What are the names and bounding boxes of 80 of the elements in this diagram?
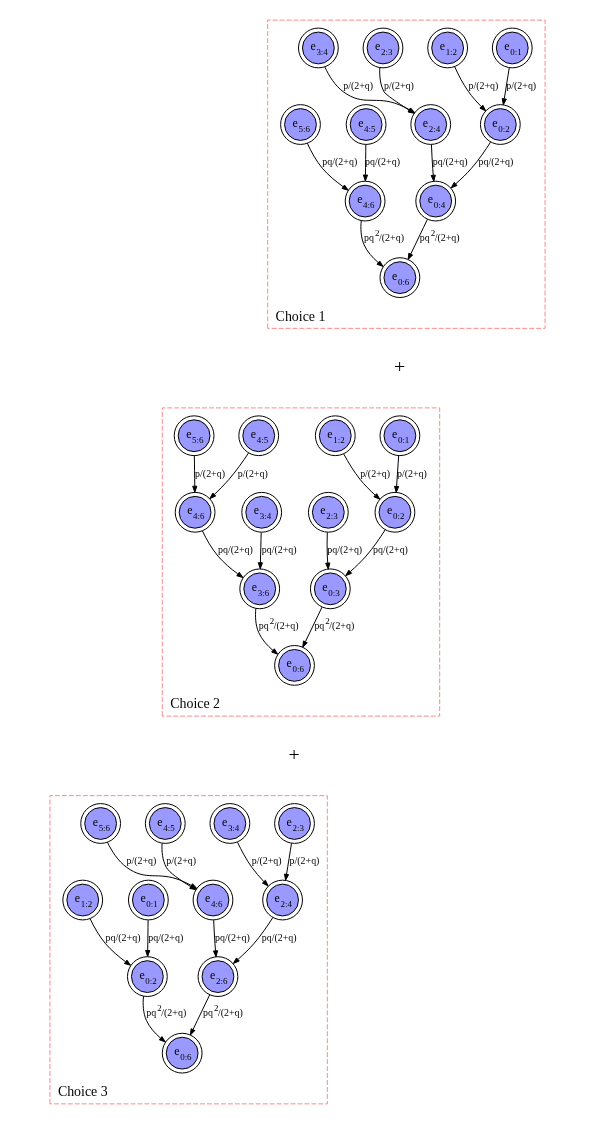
edge-label: p/(2+q) [237,467,268,479]
node-circle: e$_{2:3}$ [362,27,403,69]
edge-label: pq/(2+q) [432,156,468,168]
arrow [232,917,273,964]
label: + [288,742,300,765]
edge-label: p/(2+q) [342,79,373,91]
arrow [191,455,197,493]
node-circle: e$_{2:3}$ [273,803,315,844]
node-circle: e$_{0:6}$ [379,257,420,299]
edge-label: pq$^{2}$/(2+q) [363,227,404,243]
node-circle: e$_{4:5}$ [345,104,386,145]
edge-label: p/(2+q) [251,855,282,867]
node-circle: e$_{3:4}$ [297,27,339,69]
arrow [324,531,330,570]
node-circle: e$_{0:1}$ [491,27,533,69]
node-circle: e$_{4:6}$ [344,180,385,222]
arrow [407,218,428,260]
node-circle: e$_{0:1}$ [127,879,169,921]
arrow [89,918,131,966]
arrow [501,67,510,106]
edge-label: p/(2+q) [194,467,225,479]
node-circle: e$_{4:5}$ [237,415,279,457]
edge-label: pq$^{2}$/(2+q) [202,1003,243,1019]
arrow [236,841,269,887]
node-circle: e$_{0:6}$ [273,645,315,686]
node-circle: e$_{5:6}$ [279,104,321,145]
arrow [342,453,380,500]
edge-label: pq$^{2}$/(2+q) [145,1003,186,1019]
arrow [212,919,218,958]
arrow [283,842,292,881]
edge-label: pq/(2+q) [217,544,253,556]
node-circle: e$_{4:6}$ [192,879,233,921]
edge-label: pq/(2+q) [477,156,513,168]
edge-label: p/(2+q) [125,855,156,867]
arrow [362,144,368,182]
arrow [144,919,150,957]
arrow [306,142,349,191]
node-circle: e$_{3:4}$ [240,491,282,533]
edge-label: pq/(2+q) [147,931,183,943]
arrow [189,994,210,1036]
edge-label: p/(2+q) [165,855,196,867]
arrow [142,995,166,1043]
arrow [378,67,415,114]
arrow [359,220,384,267]
node-circle: e$_{3:4}$ [209,803,250,844]
arrow [393,455,399,493]
edge-label: p/(2+q) [468,79,498,91]
edge-label: pq$^{2}$/(2+q) [419,227,460,243]
node-circle: e$_{3:6}$ [238,568,280,610]
arrow [301,606,322,648]
arrow [450,141,491,189]
edge-label: pq/(2+q) [214,931,250,943]
edge-label: pq/(2+q) [372,544,408,556]
node-circle: e$_{1:2}$ [314,415,356,457]
arrow [201,530,243,578]
node-circle: e$_{0:1}$ [379,415,420,457]
label: + [393,355,405,378]
arrow [323,66,415,114]
node-circle: e$_{4:5}$ [144,803,186,844]
arrow [208,452,249,500]
edge-label: p/(2+q) [383,79,414,91]
node-circle: e$_{0:6}$ [161,1032,203,1074]
edge-label: pq/(2+q) [321,156,357,168]
arrow [430,144,436,182]
edge-label: pq/(2+q) [261,544,297,556]
edge-label: pq$^{2}$/(2+q) [258,615,299,631]
edge-label: p/(2+q) [289,855,319,867]
node-circle: e$_{2:3}$ [307,491,349,533]
node-circle: e$_{1:2}$ [61,879,103,921]
edge-label: pq/(2+q) [105,931,140,943]
edge-label: p/(2+q) [359,467,390,479]
node-circle: e$_{0:2}$ [126,956,168,997]
edge-label: pq/(2+q) [261,931,297,943]
arrow [254,607,278,655]
arrow [257,532,263,570]
arrow [453,66,486,112]
node-circle: e$_{1:2}$ [426,27,468,69]
node-circle: e$_{5:6}$ [173,415,214,457]
node-circle: e$_{5:6}$ [79,803,121,844]
edge-label: pq$^{2}$/(2+q) [313,615,354,631]
